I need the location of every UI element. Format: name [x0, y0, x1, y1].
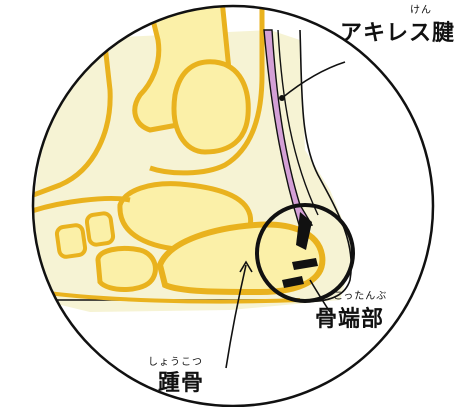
achilles-furigana: けん — [410, 6, 432, 16]
cuneiform-bone-2 — [86, 212, 114, 245]
epiphysis-furigana: こったんぶ — [333, 292, 387, 302]
achilles-label: アキレス腱 — [340, 22, 455, 44]
calcaneus-furigana: しょうこつ — [148, 358, 203, 368]
talus-bone — [174, 62, 248, 152]
cuneiform-bone-1 — [56, 224, 86, 257]
achilles-leader-dot — [279, 95, 285, 101]
calcaneus-label: 踵骨 — [158, 372, 204, 394]
cuboid-bone — [98, 248, 155, 289]
epiphysis-label: 骨端部 — [315, 308, 384, 330]
